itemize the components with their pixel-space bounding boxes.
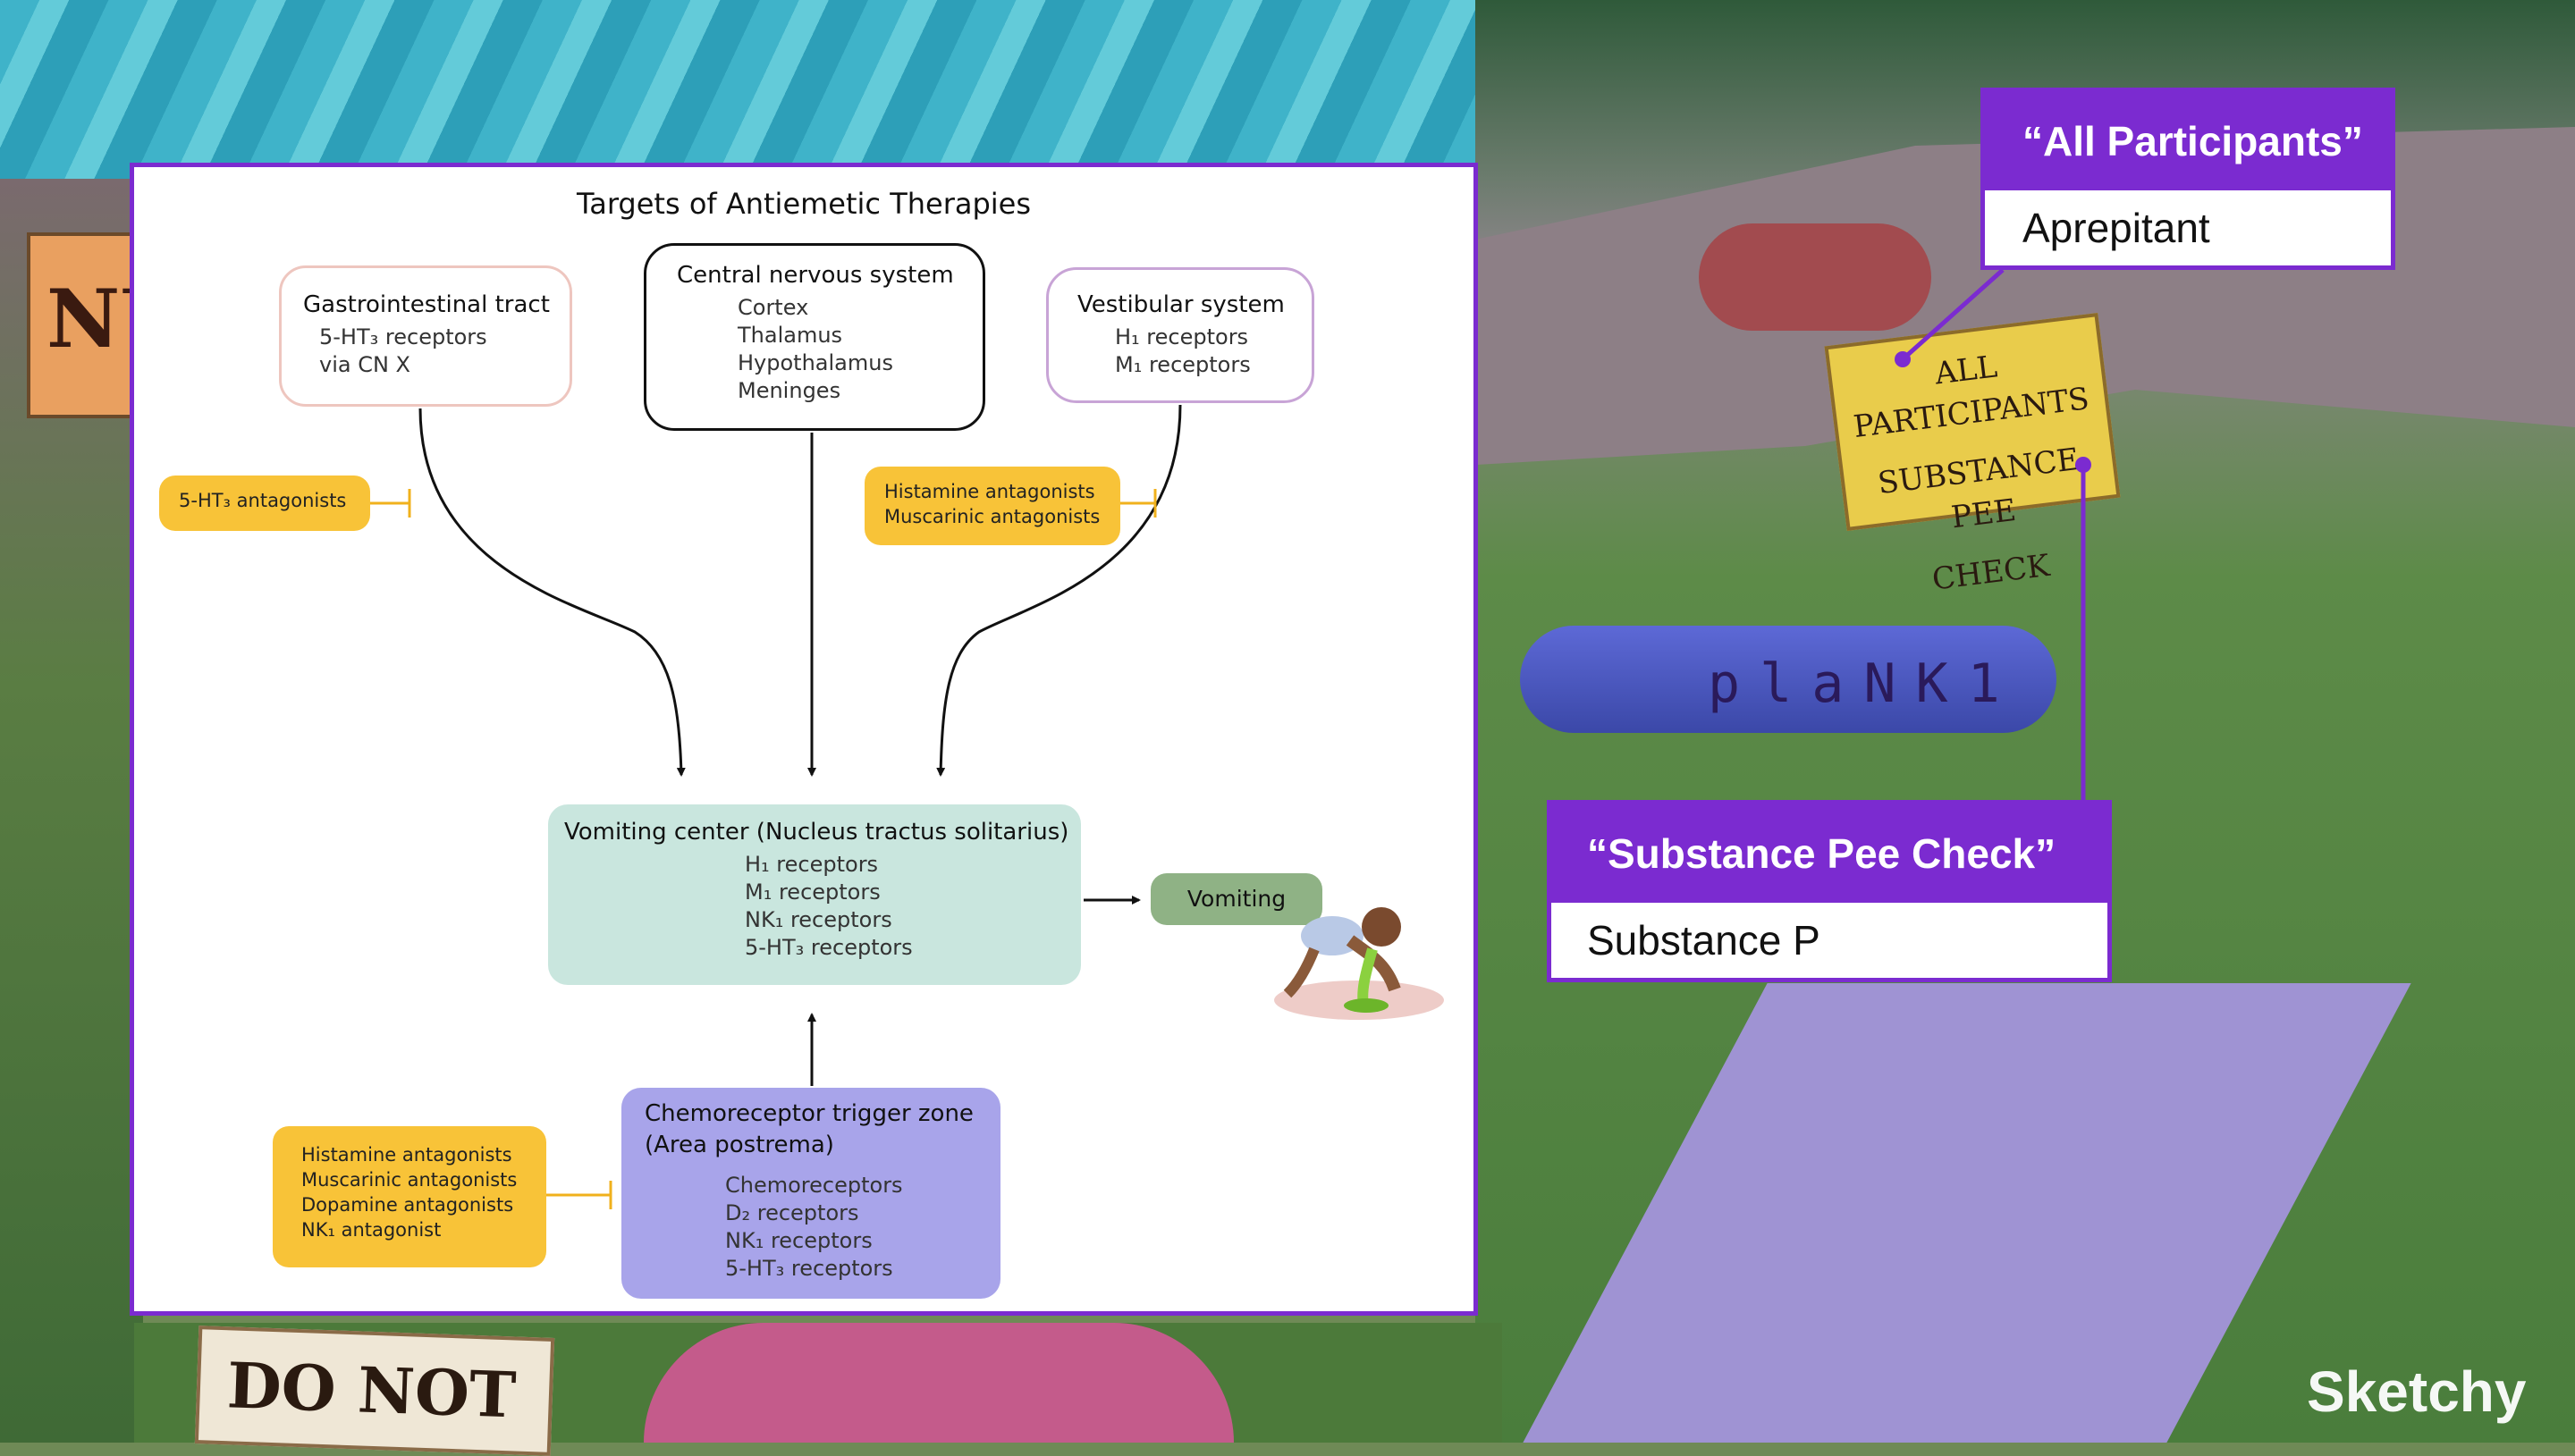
- cns-item: Meninges: [738, 378, 841, 403]
- vestibular-item: M₁ receptors: [1115, 352, 1251, 377]
- gi-title: Gastrointestinal tract: [303, 291, 550, 318]
- gi-inhibition-bar: [370, 489, 411, 518]
- ctz-box: Chemoreceptor trigger zone (Area postrem…: [621, 1088, 1000, 1299]
- callout-mnemonic: “Substance Pee Check”: [1551, 804, 2107, 903]
- vomiting-center-box: Vomiting center (Nucleus tractus solitar…: [548, 804, 1081, 985]
- drug-label: Dopamine antagonists: [301, 1194, 514, 1216]
- drug-label: Histamine antagonists: [301, 1144, 512, 1166]
- cns-box: Central nervous system Cortex Thalamus H…: [644, 243, 985, 431]
- diagram-panel: Targets of Antiemetic Therapies Gastroin…: [130, 163, 1478, 1316]
- brand-logo: Sketchy: [2307, 1359, 2527, 1424]
- gi-item: via CN X: [319, 352, 410, 377]
- ctz-drug-box: Histamine antagonists Muscarinic antagon…: [273, 1126, 546, 1267]
- callout-term: Aprepitant: [2022, 205, 2210, 251]
- gi-drug-box: 5-HT₃ antagonists: [159, 476, 370, 531]
- callout-aprepitant: “All Participants” Aprepitant: [1980, 88, 2395, 270]
- vestibular-drug-box: Histamine antagonists Muscarinic antagon…: [865, 467, 1120, 545]
- gi-to-vc-arrow: [418, 408, 686, 777]
- ctz-item: NK₁ receptors: [725, 1228, 873, 1253]
- vomiting-box: Vomiting: [1151, 873, 1322, 925]
- heart-illustration: [644, 1323, 1234, 1443]
- plank-illustration: plaNK1: [1520, 626, 2056, 733]
- drug-label: Muscarinic antagonists: [884, 506, 1101, 527]
- ctz-item: Chemoreceptors: [725, 1173, 903, 1198]
- drug-label: 5-HT₃ antagonists: [179, 490, 347, 511]
- ctz-inhibition-bar: [546, 1181, 612, 1209]
- ctz-item: D₂ receptors: [725, 1200, 859, 1225]
- sign-line-1: ALL PARTICIPANTS: [1851, 349, 2091, 446]
- participants-sign: ALL PARTICIPANTS SUBSTANCE PEE CHECK: [1824, 313, 2121, 598]
- callout-term: Substance P: [1587, 917, 1820, 964]
- cns-item: Hypothalamus: [738, 350, 893, 375]
- vestibular-item: H₁ receptors: [1115, 324, 1249, 349]
- bottom-sign: DO NOT: [194, 1326, 555, 1456]
- callout-mnemonic: “All Participants”: [1985, 92, 2391, 190]
- vc-item: H₁ receptors: [745, 852, 879, 877]
- vest-inhibition-bar: [1120, 489, 1157, 518]
- path-illustration: [1699, 223, 1931, 331]
- vc-item: NK₁ receptors: [745, 907, 892, 932]
- vestibular-title: Vestibular system: [1077, 291, 1285, 318]
- vest-to-vc-arrow: [936, 404, 1182, 777]
- drug-label: Muscarinic antagonists: [301, 1169, 518, 1191]
- vc-item: M₁ receptors: [745, 879, 881, 905]
- plank-text: plaNK1: [1708, 652, 2020, 715]
- ctz-item: 5-HT₃ receptors: [725, 1256, 893, 1281]
- ctz-title-line1: Chemoreceptor trigger zone: [645, 1100, 974, 1127]
- connector-arrows: [370, 404, 1182, 1209]
- vc-item: 5-HT₃ receptors: [745, 935, 913, 960]
- drug-label: Histamine antagonists: [884, 481, 1095, 502]
- cns-item: Cortex: [738, 295, 809, 320]
- ctz-title-line2: (Area postrema): [645, 1132, 834, 1158]
- bottom-sign-text: DO NOT: [225, 1348, 518, 1433]
- cns-title: Central nervous system: [677, 262, 954, 289]
- vomiting-center-title: Vomiting center (Nucleus tractus solitar…: [564, 819, 1069, 846]
- cns-item: Thalamus: [738, 323, 843, 348]
- callout-substance-p: “Substance Pee Check” Substance P: [1547, 800, 2112, 982]
- diagram-title: Targets of Antiemetic Therapies: [576, 187, 1032, 221]
- vomiting-child-illustration: [1274, 907, 1444, 1020]
- gi-item: 5-HT₃ receptors: [319, 324, 487, 349]
- drug-label: NK₁ antagonist: [301, 1219, 442, 1241]
- vestibular-box: Vestibular system H₁ receptors M₁ recept…: [1046, 267, 1314, 403]
- gi-tract-box: Gastrointestinal tract 5-HT₃ receptors v…: [279, 265, 572, 407]
